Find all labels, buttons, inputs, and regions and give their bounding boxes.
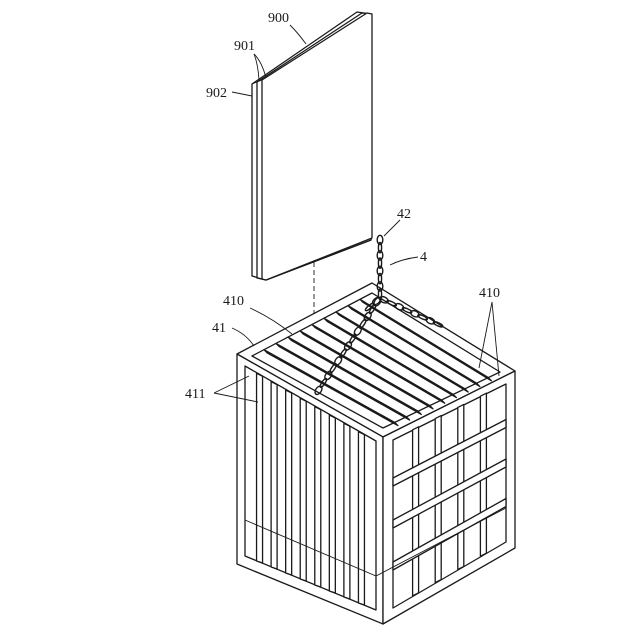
label-902: 902 <box>206 86 227 101</box>
cage-41 <box>237 283 515 624</box>
label-410-right: 410 <box>479 286 500 301</box>
panel-900 <box>252 12 372 280</box>
label-41: 41 <box>212 321 226 336</box>
label-4: 4 <box>420 250 427 265</box>
side-bar <box>344 423 350 599</box>
side-bar <box>358 432 364 605</box>
label-901: 901 <box>234 39 255 54</box>
label-411: 411 <box>185 387 205 402</box>
chain-link <box>377 235 383 244</box>
label-42: 42 <box>397 207 411 222</box>
side-bar <box>286 390 292 575</box>
side-bar <box>329 415 335 593</box>
side-bar <box>300 398 306 581</box>
label-410-top: 410 <box>223 294 244 309</box>
side-bar <box>315 407 321 587</box>
side-bar <box>271 382 277 569</box>
label-900: 900 <box>268 11 289 26</box>
